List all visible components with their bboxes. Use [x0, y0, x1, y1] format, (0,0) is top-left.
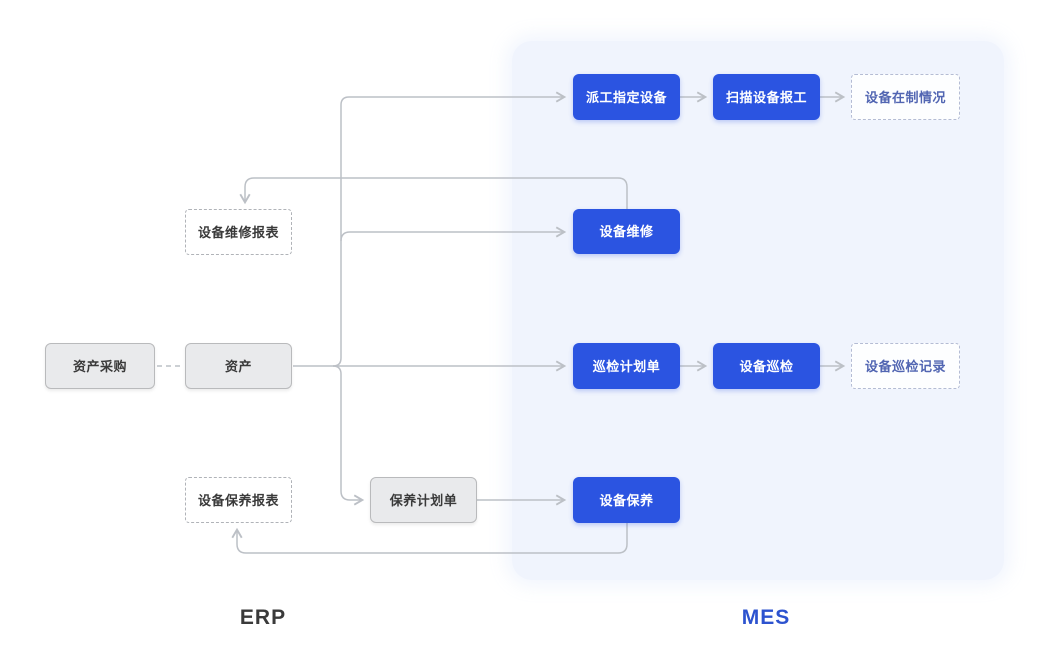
- edge-asset-to-equip-repair: [340, 226, 567, 242]
- edge-maintain-to-maintain-report: [231, 523, 628, 554]
- node-dispatch-assign: 派工指定设备: [573, 74, 680, 120]
- node-maintain-plan: 保养计划单: [370, 477, 477, 523]
- node-asset-purchase: 资产采购: [45, 343, 155, 389]
- node-maintain-report: 设备保养报表: [185, 477, 292, 523]
- edge-repair-to-repair-report: [239, 177, 628, 209]
- edge-asset-to-maintain-plan: [332, 365, 365, 506]
- node-equip-inspect: 设备巡检: [713, 343, 820, 389]
- node-inspect-record: 设备巡检记录: [851, 343, 960, 389]
- node-repair-report: 设备维修报表: [185, 209, 292, 255]
- edge-asset-to-dispatch-assign: [332, 91, 567, 367]
- node-inspect-plan: 巡检计划单: [573, 343, 680, 389]
- node-scan-report-work: 扫描设备报工: [713, 74, 820, 120]
- lane-label-erp: ERP: [239, 606, 287, 629]
- node-wip-status: 设备在制情况: [851, 74, 960, 120]
- lane-label-mes: MES: [741, 606, 791, 629]
- node-asset: 资产: [185, 343, 292, 389]
- node-equip-maintain: 设备保养: [573, 477, 680, 523]
- node-equip-repair: 设备维修: [573, 209, 680, 254]
